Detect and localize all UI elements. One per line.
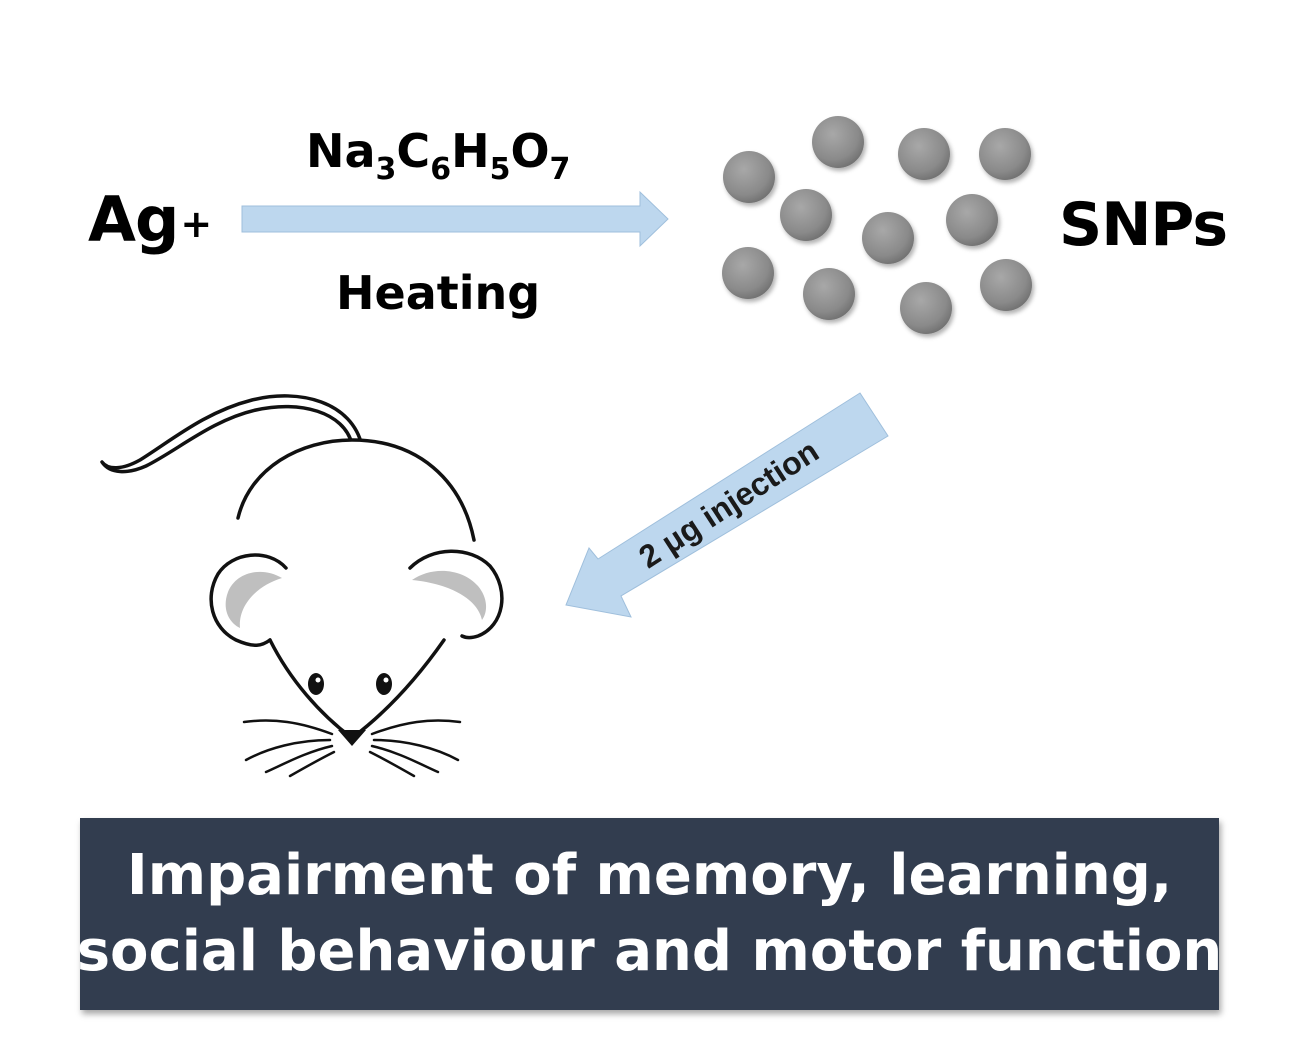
nanoparticle bbox=[980, 259, 1032, 311]
formula-subscript: 6 bbox=[430, 152, 452, 187]
reactant-label: Ag+ bbox=[88, 182, 212, 258]
result-line-2: social behaviour and motor function bbox=[76, 919, 1223, 984]
injection-arrow: 2 μg injection bbox=[565, 392, 889, 618]
mouse-eye bbox=[376, 673, 392, 695]
result-banner: Impairment of memory, learning, social b… bbox=[77, 818, 1222, 1010]
condition-label: Heating bbox=[336, 266, 541, 320]
nanoparticle bbox=[812, 116, 864, 168]
formula-element: C bbox=[396, 124, 431, 178]
formula-element: Na bbox=[306, 124, 376, 178]
mouse-nose bbox=[338, 730, 366, 746]
mouse-icon bbox=[100, 394, 504, 778]
nanoparticle bbox=[803, 268, 855, 320]
nanoparticle bbox=[862, 212, 914, 264]
formula-element: H bbox=[451, 124, 490, 178]
nanoparticle bbox=[979, 128, 1031, 180]
mouse-eye bbox=[308, 673, 324, 695]
nanoparticle bbox=[900, 282, 952, 334]
nanoparticle bbox=[946, 194, 998, 246]
reagent-formula: Na3C6H5O7 bbox=[306, 118, 570, 191]
formula-element: O bbox=[510, 124, 550, 178]
nanoparticle bbox=[898, 128, 950, 180]
dose-label: 2 μg injection bbox=[632, 433, 825, 576]
nanoparticle bbox=[722, 247, 774, 299]
result-line-1: Impairment of memory, learning, bbox=[126, 843, 1173, 908]
reactant-symbol: Ag bbox=[88, 183, 179, 256]
formula-subscript: 5 bbox=[489, 152, 511, 187]
nanoparticle bbox=[723, 151, 775, 203]
formula-subscript: 3 bbox=[375, 152, 397, 187]
nanoparticle-cluster bbox=[722, 116, 1032, 334]
nanoparticle bbox=[780, 189, 832, 241]
product-label: SNPs bbox=[1059, 190, 1228, 260]
reactant-charge: + bbox=[180, 202, 212, 246]
formula-subscript: 7 bbox=[549, 152, 571, 187]
synthesis-arrow bbox=[241, 190, 669, 248]
